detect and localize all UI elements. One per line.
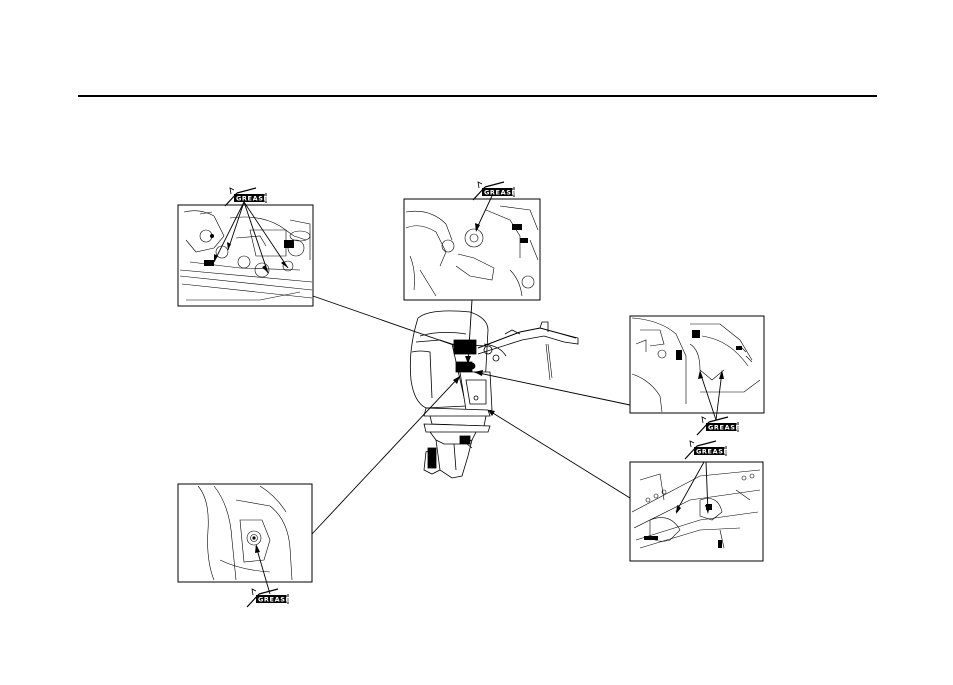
callout-steering-pivot: GREASE	[178, 188, 313, 306]
grease-label: GREASE	[484, 188, 517, 196]
callout-tilt-lever-right: GREASE	[630, 316, 764, 435]
grease-label: GREASE	[708, 423, 741, 431]
leader-line-swivel-lower	[488, 410, 630, 498]
grease-label: GREASE	[236, 194, 269, 202]
callout-clamp-bracket-top: GREASE	[404, 182, 540, 300]
grease-gun-icon: GREASE	[473, 182, 517, 200]
grease-label: GREASE	[258, 595, 291, 603]
outboard-motor-illustration	[410, 311, 578, 478]
grease-gun-icon: GREASE	[225, 188, 269, 206]
grease-gun-icon: GREASE	[697, 417, 741, 435]
callout-tilt-tube-fitting: GREASE	[178, 484, 312, 607]
grease-label: GREASE	[696, 447, 729, 455]
grease-gun-icon: GREASE	[685, 441, 729, 459]
callout-swivel-bracket-lower: GREASE	[630, 441, 763, 561]
grease-gun-icon: GREASE	[247, 589, 291, 607]
